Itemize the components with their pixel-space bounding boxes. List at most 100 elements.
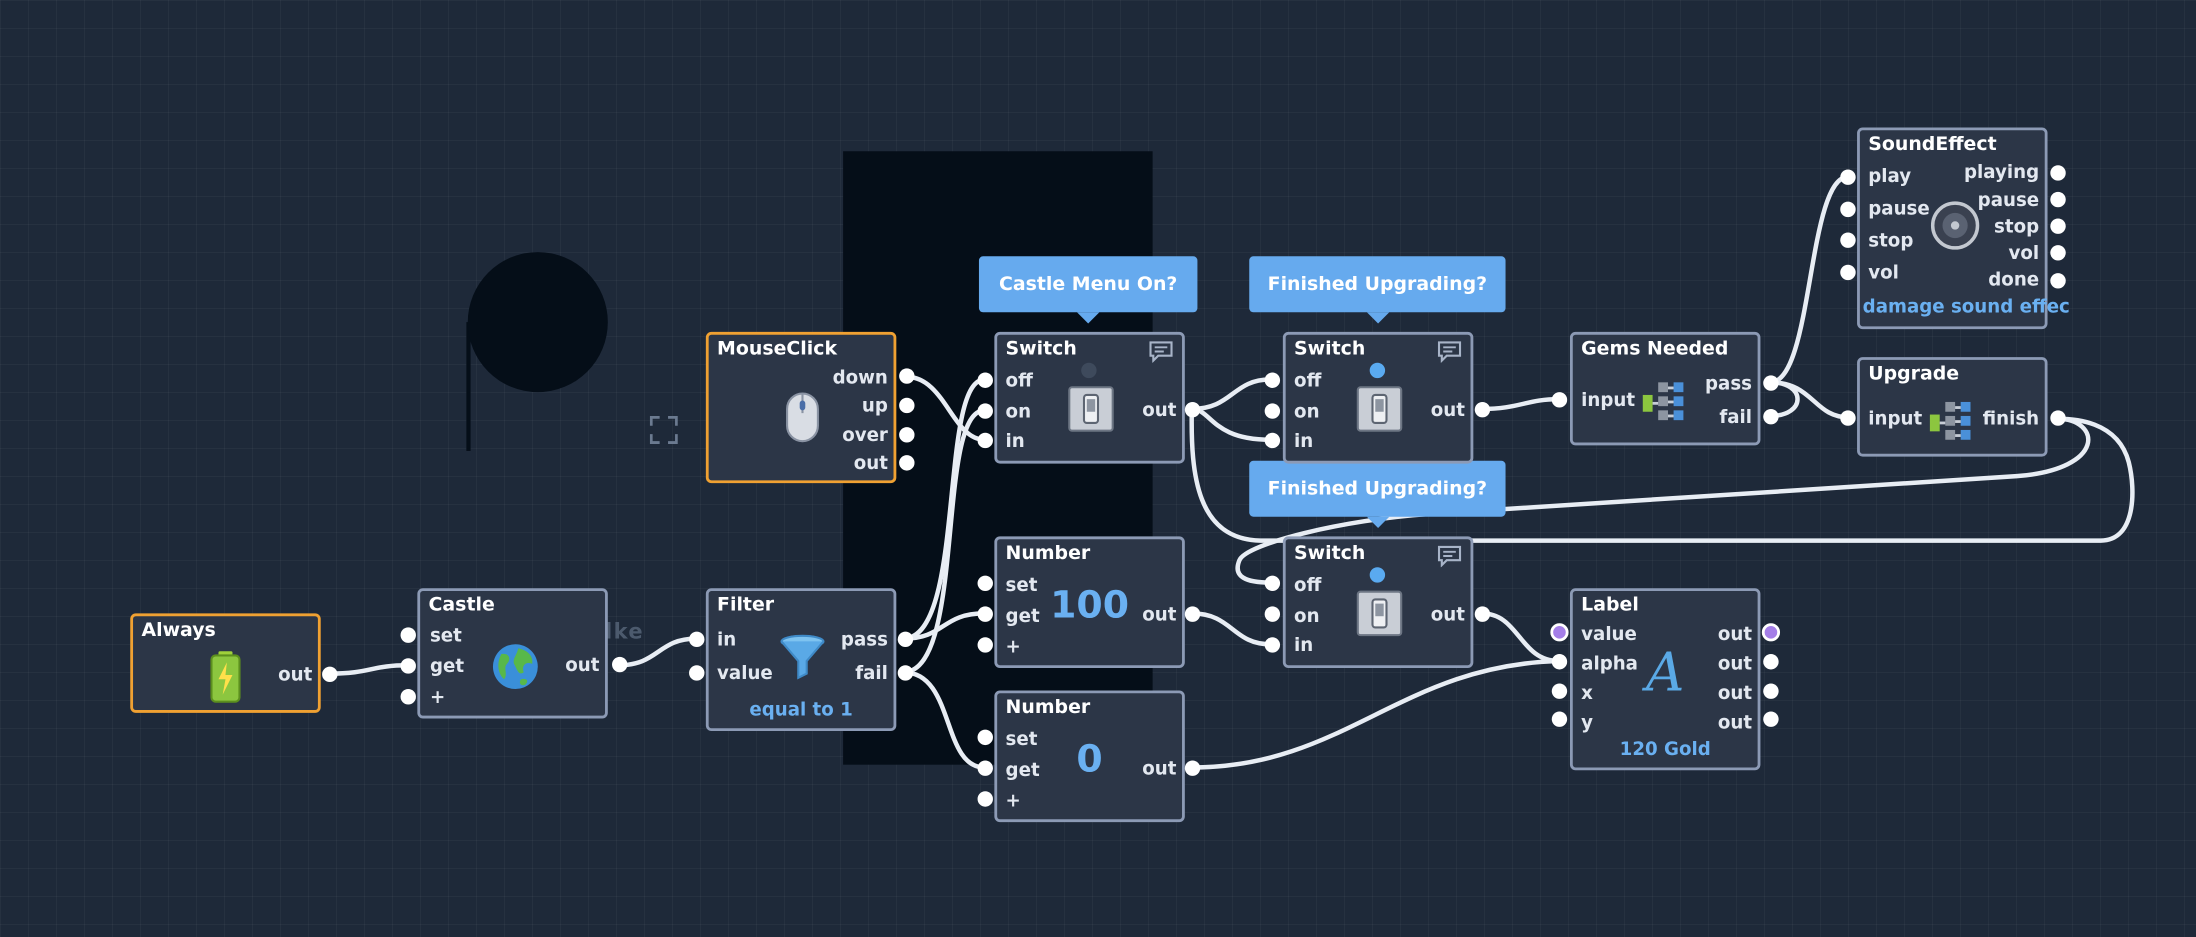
wire-gems-sound [1767, 174, 1851, 385]
label-out-2-port[interactable] [1763, 654, 1779, 670]
switch3-out-port[interactable] [1474, 606, 1491, 622]
selection-bracket-icon[interactable] [649, 415, 678, 444]
comment-icon[interactable] [1437, 545, 1462, 568]
castle-node[interactable]: Castle set get + out [417, 588, 608, 719]
wire-number100-switch3 [1189, 611, 1273, 647]
port-label-done: done [1988, 270, 2040, 292]
filter-in-port[interactable] [689, 631, 705, 648]
castle-out-port[interactable] [612, 656, 628, 673]
text-label-icon: A [1645, 641, 1685, 704]
filter-fail-port[interactable] [897, 665, 914, 681]
port-label-alpha: alpha [1581, 654, 1638, 676]
finished-upgrading-callout-2[interactable]: Finished Upgrading? [1249, 460, 1506, 528]
mouseclick-up-port[interactable] [899, 397, 915, 414]
scene-ghost-text: lke [605, 619, 645, 645]
switch3-in-port[interactable] [1264, 637, 1281, 653]
sound-playing-port[interactable] [2050, 165, 2066, 181]
label-out-1-port[interactable] [1761, 623, 1781, 642]
castle-set-port[interactable] [400, 627, 416, 643]
sound-pause-port[interactable] [1840, 201, 1856, 218]
number100-out-port[interactable] [1184, 606, 1201, 622]
sound-stop-port[interactable] [1840, 232, 1856, 248]
mouseclick-over-port[interactable] [899, 427, 915, 443]
number0-plus-port[interactable] [977, 791, 993, 807]
upgrade-node[interactable]: Upgrade input finish [1857, 357, 2048, 457]
switch2-off-port[interactable] [1264, 372, 1281, 388]
sound-caption: damage sound effec [1862, 296, 2070, 318]
number100-plus-port[interactable] [977, 637, 993, 653]
sound-done-port[interactable] [2050, 273, 2066, 289]
switch1-in-port[interactable] [977, 432, 993, 449]
number0-out-port[interactable] [1184, 760, 1201, 776]
port-label-get: get [429, 656, 465, 678]
number100-set-port[interactable] [977, 575, 993, 592]
port-label-up: up [861, 396, 888, 418]
label-value-port[interactable] [1550, 623, 1569, 642]
switch1-on-port[interactable] [977, 403, 993, 419]
port-label-out: out [565, 655, 600, 677]
filter-pass-port[interactable] [897, 631, 914, 648]
number0-get-port[interactable] [977, 760, 993, 776]
port-label-out: out [1142, 605, 1177, 627]
comment-icon[interactable] [1437, 340, 1462, 363]
castle-plus-port[interactable] [400, 689, 416, 705]
node-title: Number [1005, 541, 1091, 565]
label-out-3-port[interactable] [1763, 683, 1779, 699]
label-node[interactable]: Label value alpha x y A out out out out … [1569, 588, 1761, 771]
label-alpha-port[interactable] [1551, 654, 1568, 670]
always-out-port[interactable] [322, 666, 338, 683]
switch2-on-port[interactable] [1264, 403, 1281, 419]
number-node-0[interactable]: Number set get + 0 out [994, 690, 1185, 823]
mouseclick-node[interactable]: MouseClick down up over out [705, 331, 897, 484]
mouseclick-out-port[interactable] [899, 455, 915, 471]
number100-get-port[interactable] [977, 606, 993, 622]
label-x-port[interactable] [1551, 683, 1568, 699]
switch-node-finished-upgrading-1[interactable]: Switch off on in out [1282, 331, 1474, 464]
switch2-in-port[interactable] [1264, 432, 1281, 449]
sound-pause-out-port[interactable] [2050, 191, 2066, 208]
upgrade-finish-port[interactable] [2050, 410, 2066, 426]
port-label-fail: fail [1719, 407, 1753, 429]
switch-node-castle-menu[interactable]: Switch off on in out [994, 331, 1185, 464]
switch3-off-port[interactable] [1264, 575, 1281, 592]
switch1-out-port[interactable] [1184, 401, 1201, 418]
mouseclick-down-port[interactable] [899, 368, 915, 384]
sound-vol-port[interactable] [1840, 264, 1856, 281]
upgrade-input-port[interactable] [1840, 410, 1856, 426]
globe-icon [492, 644, 538, 690]
finished-upgrading-callout-1[interactable]: Finished Upgrading? [1249, 256, 1506, 324]
gems-fail-port[interactable] [1763, 408, 1779, 425]
port-label-in: in [1005, 431, 1025, 453]
port-label-finish: finish [1982, 408, 2040, 430]
filter-node[interactable]: Filter in value pass fail equal to 1 [705, 588, 897, 732]
label-y-port[interactable] [1551, 711, 1568, 727]
number0-set-port[interactable] [977, 729, 993, 746]
node-title: MouseClick [717, 337, 838, 360]
callout-text: Finished Upgrading? [1267, 477, 1488, 500]
sound-effect-node[interactable]: SoundEffect play pause stop vol playing … [1857, 127, 2070, 330]
label-out-4-port[interactable] [1763, 711, 1779, 727]
gems-needed-node[interactable]: Gems Needed input pass fail [1569, 331, 1761, 446]
castle-menu-callout[interactable]: Castle Menu On? [978, 256, 1198, 324]
filter-value-port[interactable] [689, 665, 705, 681]
port-label-pass: pass [1705, 373, 1753, 395]
switch1-off-port[interactable] [977, 372, 993, 388]
sound-stop-out-port[interactable] [2050, 218, 2066, 234]
castle-get-port[interactable] [400, 658, 416, 674]
number-node-100[interactable]: Number set get + 100 out [994, 536, 1185, 669]
callout-tail [1076, 312, 1100, 324]
scene-object-circle[interactable] [467, 252, 608, 393]
switch3-on-port[interactable] [1264, 606, 1281, 622]
gems-input-port[interactable] [1551, 392, 1568, 408]
sound-vol-out-port[interactable] [2050, 245, 2066, 261]
comment-icon[interactable] [1148, 340, 1173, 363]
switch-node-finished-upgrading-2[interactable]: Switch off on in out [1282, 536, 1474, 669]
port-label-vol-out: vol [2008, 243, 2040, 265]
sound-play-port[interactable] [1840, 169, 1856, 185]
scene-object-pole[interactable] [466, 322, 471, 451]
always-node[interactable]: Always out [130, 613, 321, 713]
switch2-out-port[interactable] [1474, 401, 1491, 418]
gems-pass-port[interactable] [1763, 375, 1779, 391]
wire-always-castle [326, 662, 410, 676]
port-label-out: out [1142, 759, 1177, 781]
